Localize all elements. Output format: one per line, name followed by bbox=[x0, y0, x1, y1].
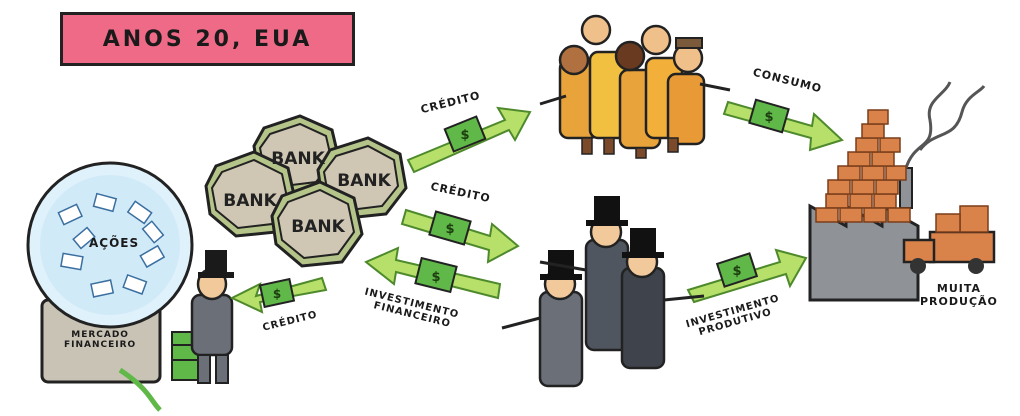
arrow-credit-top: $ bbox=[406, 106, 532, 174]
svg-text:$: $ bbox=[273, 287, 281, 301]
stock-market-globe bbox=[26, 161, 194, 412]
bank-label: BANK bbox=[291, 217, 345, 237]
investors-group bbox=[501, 196, 705, 388]
bank-label: BANK bbox=[337, 171, 391, 191]
arrow-financial-investment: $ bbox=[364, 246, 502, 300]
label-line: MUITA bbox=[936, 282, 982, 295]
market-label-line: FINANCEIRO bbox=[64, 340, 137, 350]
truck bbox=[902, 205, 996, 274]
arrow-consumption: $ bbox=[722, 98, 844, 152]
svg-text:$: $ bbox=[445, 222, 454, 237]
consumers-crowd bbox=[539, 14, 731, 159]
arrow-credit-market: $ bbox=[229, 276, 328, 314]
bank-label: BANK bbox=[271, 149, 325, 169]
bank-label: BANK bbox=[223, 191, 277, 211]
lever-man bbox=[171, 250, 234, 384]
svg-text:$: $ bbox=[764, 110, 773, 125]
arrow-credit-middle: $ bbox=[400, 208, 520, 264]
bank-coins: BANK BANK BANK BANK bbox=[204, 114, 408, 268]
svg-text:$: $ bbox=[732, 264, 741, 279]
page-title: ANOS 20, EUA bbox=[102, 26, 313, 52]
title-banner: ANOS 20, EUA bbox=[60, 12, 355, 66]
factory-label: MUITA PRODUÇÃO bbox=[920, 282, 998, 308]
arrow-productive-investment: $ bbox=[686, 248, 808, 304]
svg-text:$: $ bbox=[460, 128, 469, 143]
label-line: PRODUÇÃO bbox=[920, 295, 998, 308]
factory bbox=[808, 81, 986, 302]
market-label-line: MERCADO bbox=[71, 330, 129, 340]
market-label: MERCADO FINANCEIRO bbox=[64, 330, 136, 350]
svg-text:$: $ bbox=[431, 270, 440, 285]
globe-label: AÇÕES bbox=[89, 236, 140, 250]
